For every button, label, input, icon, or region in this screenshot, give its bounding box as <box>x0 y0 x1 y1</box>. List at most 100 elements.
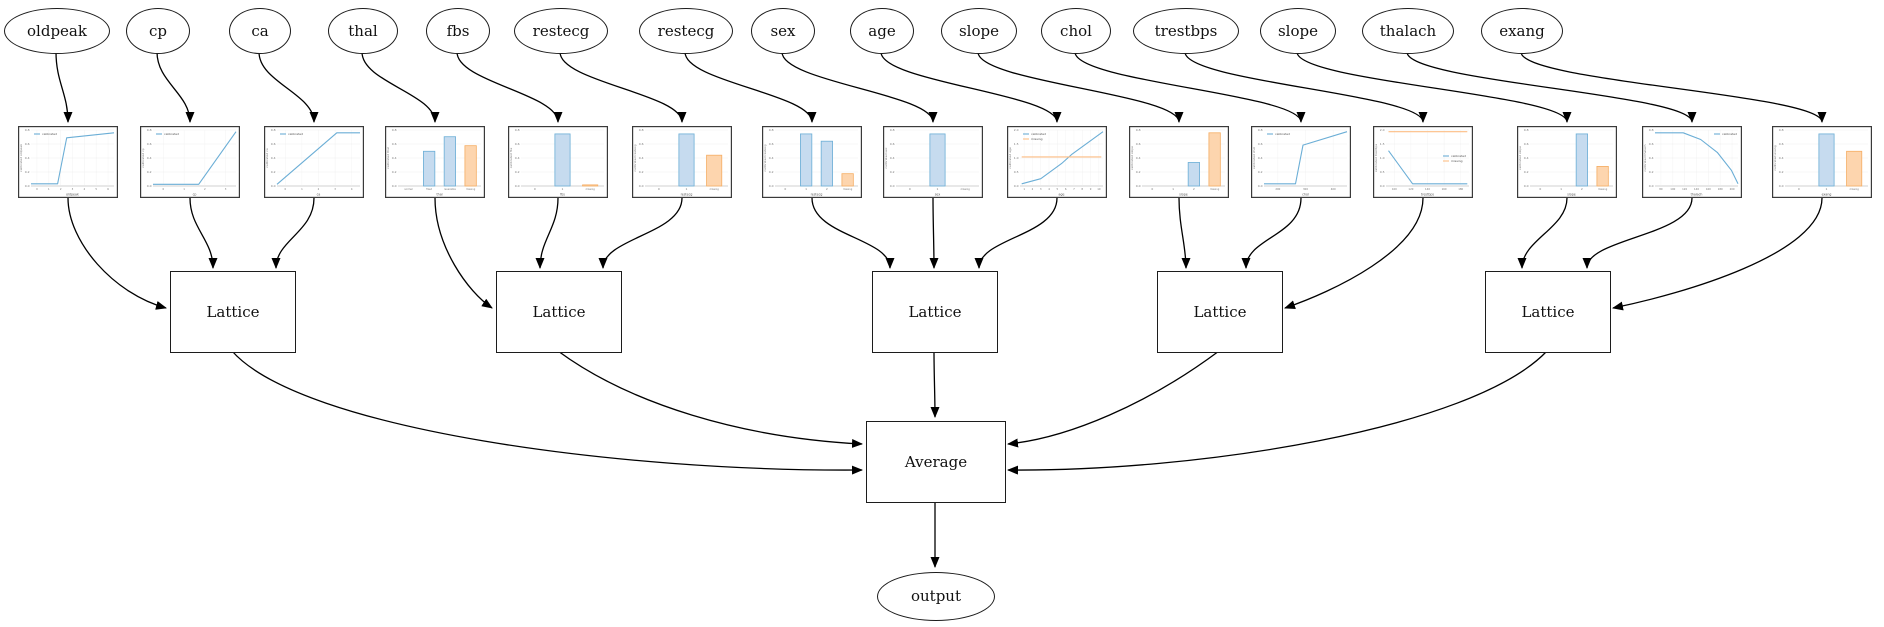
svg-text:1: 1 <box>1172 187 1174 191</box>
feature-node-exang: exang <box>1481 8 1563 54</box>
svg-text:0.2: 0.2 <box>1649 170 1654 174</box>
feature-node-ca: ca <box>229 8 291 54</box>
svg-text:0: 0 <box>36 187 38 191</box>
svg-text:missing: missing <box>586 188 596 191</box>
svg-text:0.0: 0.0 <box>25 184 30 188</box>
svg-text:0: 0 <box>1151 187 1153 191</box>
feature-node-sex: sex <box>751 8 815 54</box>
svg-text:0: 0 <box>909 187 911 191</box>
svg-text:calibrated: calibrated <box>288 132 303 136</box>
svg-text:0.2: 0.2 <box>639 170 644 174</box>
svg-text:120: 120 <box>1682 187 1687 191</box>
svg-text:160: 160 <box>1442 187 1447 191</box>
svg-text:1: 1 <box>686 187 688 191</box>
svg-text:ca: ca <box>317 193 321 197</box>
svg-text:2: 2 <box>1581 187 1583 191</box>
svg-text:4: 4 <box>1048 187 1050 191</box>
svg-text:calibrated restecg: calibrated restecg <box>763 144 767 171</box>
svg-text:0.2: 0.2 <box>1136 170 1141 174</box>
svg-text:6: 6 <box>107 187 109 191</box>
svg-text:2.0: 2.0 <box>1380 128 1385 132</box>
svg-text:160: 160 <box>1706 187 1711 191</box>
svg-text:0.6: 0.6 <box>1779 142 1784 146</box>
svg-text:2: 2 <box>60 187 62 191</box>
svg-text:0.6: 0.6 <box>25 142 30 146</box>
svg-text:5: 5 <box>1057 187 1059 191</box>
svg-text:1: 1 <box>1560 187 1562 191</box>
svg-text:thalach: thalach <box>1691 193 1703 197</box>
lattice-label: Lattice <box>532 302 586 321</box>
svg-text:0.4: 0.4 <box>515 156 520 160</box>
svg-text:restecg: restecg <box>681 193 693 197</box>
feature-label: trestbps <box>1154 21 1218 40</box>
svg-text:1: 1 <box>183 187 185 191</box>
svg-text:0.8: 0.8 <box>1136 128 1141 132</box>
feature-label: slope <box>958 21 999 40</box>
svg-text:missing: missing <box>961 188 971 191</box>
svg-text:calibrated thal: calibrated thal <box>386 147 390 169</box>
lattice-node-2: Lattice <box>496 271 622 353</box>
svg-text:0: 0 <box>284 187 286 191</box>
svg-text:0.6: 0.6 <box>515 142 520 146</box>
svg-text:missing: missing <box>1451 159 1463 163</box>
svg-text:3: 3 <box>225 187 227 191</box>
svg-text:4: 4 <box>351 187 353 191</box>
svg-text:0.0: 0.0 <box>1136 184 1141 188</box>
svg-text:normal: normal <box>404 188 413 191</box>
svg-text:80: 80 <box>1659 187 1663 191</box>
svg-text:0.5: 0.5 <box>1014 170 1019 174</box>
svg-text:0.2: 0.2 <box>25 170 30 174</box>
svg-text:0.6: 0.6 <box>271 142 276 146</box>
svg-text:180: 180 <box>1718 187 1723 191</box>
feature-label: restecg <box>657 21 715 40</box>
svg-text:missing: missing <box>466 188 476 191</box>
svg-text:4: 4 <box>84 187 86 191</box>
feature-label: cp <box>148 21 167 40</box>
svg-text:0.2: 0.2 <box>1524 170 1529 174</box>
svg-text:0.8: 0.8 <box>1779 128 1784 132</box>
svg-text:0.6: 0.6 <box>1524 142 1529 146</box>
svg-text:0.0: 0.0 <box>1258 184 1263 188</box>
svg-text:0.4: 0.4 <box>1524 156 1529 160</box>
svg-text:0.4: 0.4 <box>25 156 30 160</box>
average-label: Average <box>904 452 968 471</box>
lattice-node-1: Lattice <box>170 271 296 353</box>
svg-text:calibrated exang: calibrated exang <box>1773 145 1777 170</box>
svg-text:2.0: 2.0 <box>1014 128 1019 132</box>
svg-text:0.2: 0.2 <box>890 170 895 174</box>
svg-text:3: 3 <box>72 187 74 191</box>
svg-text:0.2: 0.2 <box>147 170 152 174</box>
output-label: output <box>910 587 961 605</box>
feature-label: slope <box>1277 21 1318 40</box>
svg-text:0.2: 0.2 <box>515 170 520 174</box>
svg-text:calibrated: calibrated <box>1031 132 1046 136</box>
svg-text:140: 140 <box>1425 187 1430 191</box>
svg-text:0.6: 0.6 <box>639 142 644 146</box>
lattice-node-4: Lattice <box>1157 271 1283 353</box>
svg-text:calibrated: calibrated <box>1451 154 1466 158</box>
feature-node-restecg-2: restecg <box>639 8 733 54</box>
lattice-label: Lattice <box>1193 302 1247 321</box>
svg-text:0.8: 0.8 <box>25 128 30 132</box>
svg-text:missing: missing <box>1210 188 1220 191</box>
svg-text:calibrated: calibrated <box>1275 132 1290 136</box>
svg-text:calibrated cp: calibrated cp <box>141 148 145 168</box>
lattice-node-3: Lattice <box>872 271 998 353</box>
svg-text:0.0: 0.0 <box>769 184 774 188</box>
svg-text:0.4: 0.4 <box>890 156 895 160</box>
svg-text:missing: missing <box>843 188 853 191</box>
svg-text:0: 0 <box>1798 187 1800 191</box>
